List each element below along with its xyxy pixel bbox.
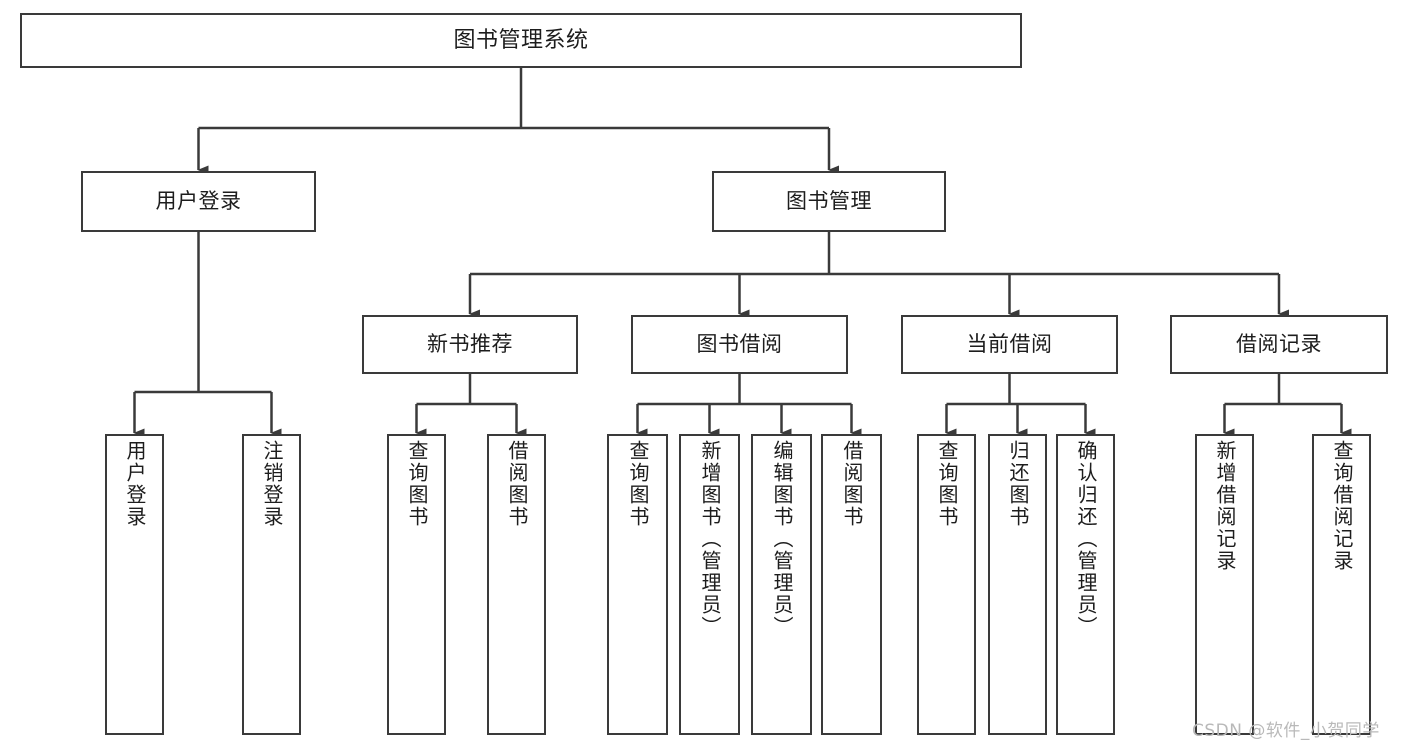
node-label-leaf-return-book: 归还图书 xyxy=(1006,440,1030,528)
node-label-user-login: 用户登录 xyxy=(155,189,242,214)
node-user-login[interactable]: 用户登录 xyxy=(81,171,316,232)
node-label-leaf-query-record: 查询借阅记录 xyxy=(1330,440,1354,572)
node-leaf-borrow-book-2[interactable]: 借阅图书 xyxy=(821,434,882,735)
node-label-leaf-edit-book: 编辑图书（管理员） xyxy=(770,440,794,638)
node-leaf-edit-book[interactable]: 编辑图书（管理员） xyxy=(751,434,812,735)
csdn-watermark: CSDN @软件_小贺同学 xyxy=(1192,721,1380,741)
node-leaf-confirm-return[interactable]: 确认归还（管理员） xyxy=(1056,434,1115,735)
node-root[interactable]: 图书管理系统 xyxy=(20,13,1022,68)
node-leaf-add-book[interactable]: 新增图书（管理员） xyxy=(679,434,740,735)
node-label-new-book-rec: 新书推荐 xyxy=(427,332,513,357)
node-leaf-add-record[interactable]: 新增借阅记录 xyxy=(1195,434,1254,735)
node-leaf-user-login[interactable]: 用户登录 xyxy=(105,434,164,735)
node-leaf-user-logout[interactable]: 注销登录 xyxy=(242,434,301,735)
node-label-root: 图书管理系统 xyxy=(453,27,589,53)
node-current-borrow[interactable]: 当前借阅 xyxy=(901,315,1118,374)
node-label-leaf-add-book: 新增图书（管理员） xyxy=(698,440,722,638)
node-book-manage[interactable]: 图书管理 xyxy=(712,171,946,232)
node-label-book-manage: 图书管理 xyxy=(786,189,872,214)
node-label-leaf-borrow-book-2: 借阅图书 xyxy=(840,440,864,528)
edges xyxy=(133,68,1352,438)
node-label-book-borrow: 图书借阅 xyxy=(696,332,783,357)
node-new-book-rec[interactable]: 新书推荐 xyxy=(362,315,578,374)
node-label-leaf-user-login: 用户登录 xyxy=(123,440,147,528)
node-label-leaf-query-book-2: 查询图书 xyxy=(626,440,650,528)
node-leaf-query-record[interactable]: 查询借阅记录 xyxy=(1312,434,1371,735)
node-label-leaf-confirm-return: 确认归还（管理员） xyxy=(1074,440,1098,638)
node-label-leaf-user-logout: 注销登录 xyxy=(260,440,284,528)
node-borrow-record[interactable]: 借阅记录 xyxy=(1170,315,1388,374)
node-label-current-borrow: 当前借阅 xyxy=(966,332,1053,357)
node-leaf-query-book-3[interactable]: 查询图书 xyxy=(917,434,976,735)
node-label-leaf-query-book-1: 查询图书 xyxy=(405,440,429,528)
node-label-leaf-query-book-3: 查询图书 xyxy=(935,440,959,528)
node-label-borrow-record: 借阅记录 xyxy=(1236,332,1322,357)
node-label-leaf-add-record: 新增借阅记录 xyxy=(1213,440,1237,572)
node-label-leaf-borrow-book-1: 借阅图书 xyxy=(505,440,529,528)
node-book-borrow[interactable]: 图书借阅 xyxy=(631,315,848,374)
node-leaf-query-book-1[interactable]: 查询图书 xyxy=(387,434,446,735)
node-leaf-borrow-book-1[interactable]: 借阅图书 xyxy=(487,434,546,735)
node-leaf-query-book-2[interactable]: 查询图书 xyxy=(607,434,668,735)
node-leaf-return-book[interactable]: 归还图书 xyxy=(988,434,1047,735)
